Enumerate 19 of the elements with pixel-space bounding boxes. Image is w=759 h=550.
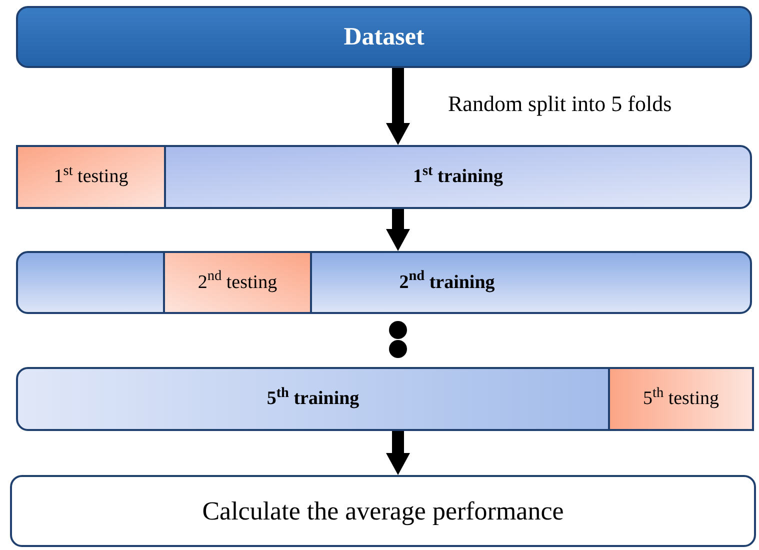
- result-box: [10, 475, 756, 547]
- testing-fold-block: [16, 145, 166, 209]
- fold-label: 1$^{st}$ testing: [52, 162, 130, 189]
- training-fold-bar: [16, 251, 752, 314]
- training-fold-bar: [16, 145, 752, 209]
- dataset-bar: [16, 6, 752, 68]
- fold-label: 2$^{nd}$ training: [398, 268, 496, 294]
- arrow: [386, 209, 410, 251]
- fold-label: Calculate the average performance: [201, 496, 565, 528]
- fold-label: 2$^{nd}$ testing: [196, 268, 278, 294]
- testing-fold-block: [608, 367, 754, 431]
- fold-label: Dataset: [342, 22, 426, 52]
- arrow: [386, 68, 410, 145]
- fold-label: 5$^{th}$ training: [266, 384, 360, 411]
- fold-label: 5$^{th}$ testing: [642, 384, 720, 411]
- fold-label: 1$^{st}$ training: [412, 162, 504, 189]
- training-fold-bar: [16, 367, 752, 431]
- arrow: [386, 431, 410, 475]
- testing-fold-block: [163, 251, 312, 314]
